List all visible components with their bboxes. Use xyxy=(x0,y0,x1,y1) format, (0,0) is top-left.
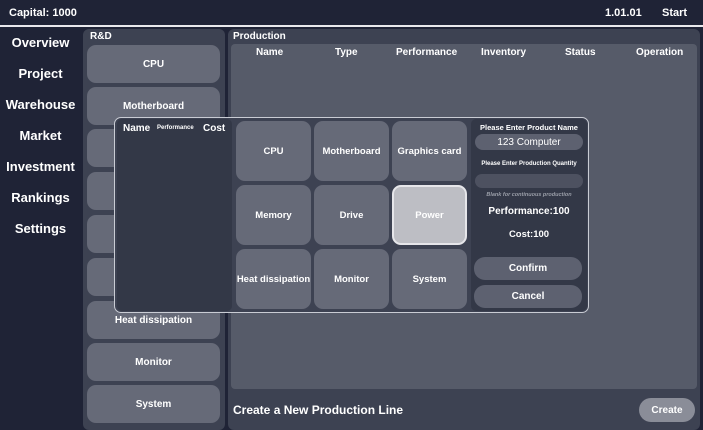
component-graphics-card[interactable]: Graphics card xyxy=(392,121,467,181)
cost-value: Cost:100 xyxy=(508,229,550,240)
column-header-operation: Operation xyxy=(636,47,684,58)
create-product-dialog: Name Performance Cost CPU Motherboard Gr… xyxy=(114,117,589,313)
capital-display: Capital: 1000 xyxy=(9,7,77,19)
rd-item-system[interactable]: System xyxy=(87,385,220,423)
list-header-performance: Performance xyxy=(157,125,194,131)
nav-investment[interactable]: Investment xyxy=(6,159,75,174)
nav-settings[interactable]: Settings xyxy=(14,221,67,236)
list-header-cost: Cost xyxy=(203,123,226,134)
component-system[interactable]: System xyxy=(392,249,467,309)
component-drive[interactable]: Drive xyxy=(314,185,389,245)
product-name-input[interactable] xyxy=(475,134,583,150)
rd-item-monitor[interactable]: Monitor xyxy=(87,343,220,381)
create-button[interactable]: Create xyxy=(639,398,695,422)
component-motherboard[interactable]: Motherboard xyxy=(314,121,389,181)
production-title: Production xyxy=(233,31,286,42)
rd-title: R&D xyxy=(90,31,112,42)
game-date: 1.01.01 xyxy=(605,7,642,19)
create-production-line-label: Create a New Production Line xyxy=(233,403,404,417)
component-cpu[interactable]: CPU xyxy=(236,121,311,181)
nav-warehouse[interactable]: Warehouse xyxy=(5,97,76,112)
quantity-label: Please Enter Production Quantity xyxy=(481,161,577,167)
product-list-panel: Name Performance Cost xyxy=(117,119,232,311)
component-power[interactable]: Power xyxy=(392,185,467,245)
column-header-type: Type xyxy=(335,47,358,58)
component-monitor[interactable]: Monitor xyxy=(314,249,389,309)
cancel-button[interactable]: Cancel xyxy=(474,285,582,308)
nav-market[interactable]: Market xyxy=(19,128,62,143)
product-name-label: Please Enter Product Name xyxy=(480,123,578,132)
confirm-button[interactable]: Confirm xyxy=(474,257,582,280)
nav-rankings[interactable]: Rankings xyxy=(11,190,70,205)
column-header-performance: Performance xyxy=(396,47,458,58)
start-button[interactable]: Start xyxy=(662,7,688,19)
performance-value: Performance:100 xyxy=(488,206,570,217)
list-header-name: Name xyxy=(123,123,151,134)
column-header-name: Name xyxy=(256,47,284,58)
quantity-hint: Blank for continuous production xyxy=(486,192,572,198)
rd-item-cpu[interactable]: CPU xyxy=(87,45,220,83)
quantity-input[interactable] xyxy=(475,174,583,188)
component-heat-dissipation[interactable]: Heat dissipation xyxy=(236,249,311,309)
component-memory[interactable]: Memory xyxy=(236,185,311,245)
column-header-inventory: Inventory xyxy=(481,47,527,58)
top-bar: Capital: 1000 1.01.01 Start xyxy=(0,0,703,27)
column-header-status: Status xyxy=(565,47,596,58)
sidebar: Overview Project Warehouse Market Invest… xyxy=(0,29,81,430)
product-details-panel: Please Enter Product Name Please Enter P… xyxy=(471,119,587,311)
nav-overview[interactable]: Overview xyxy=(11,35,70,50)
nav-project[interactable]: Project xyxy=(18,66,63,81)
